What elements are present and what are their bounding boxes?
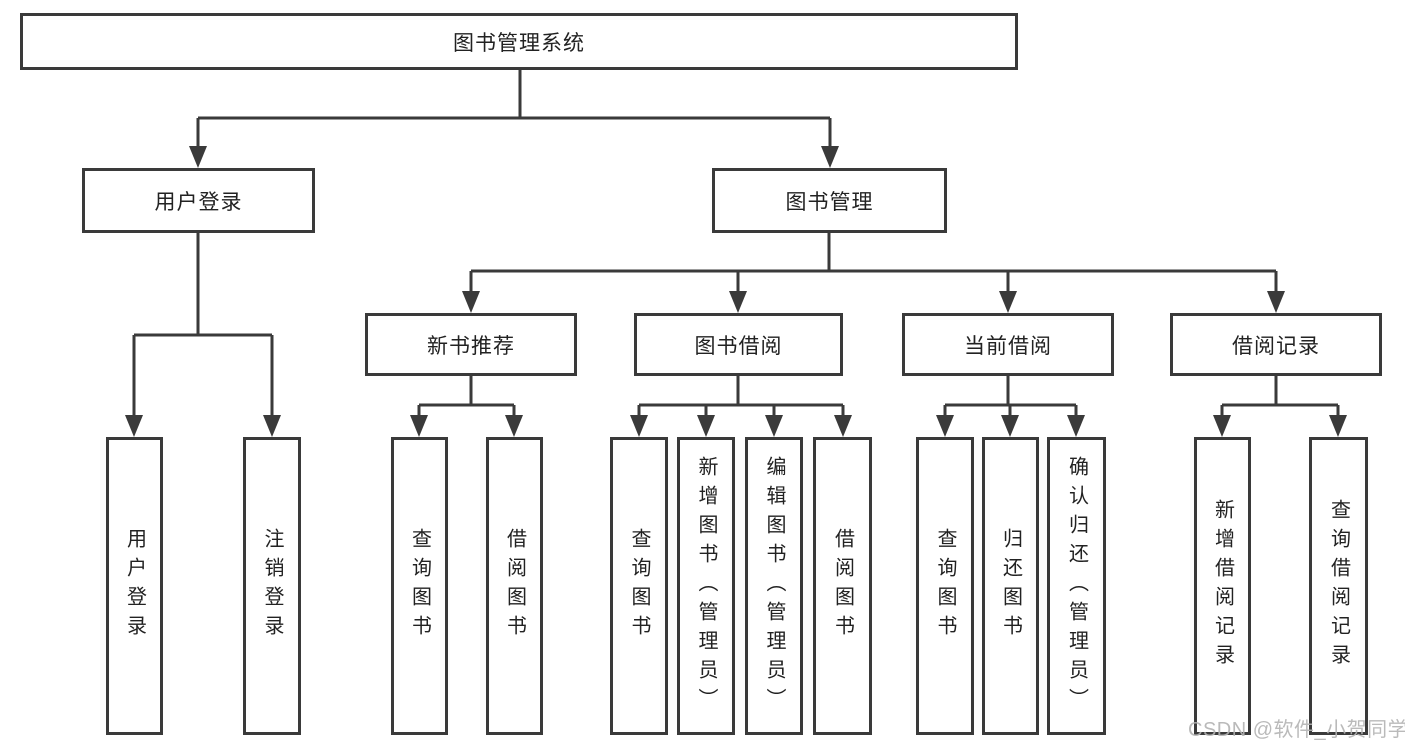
leaf-br-add-record-label: 新增借阅记录	[1211, 499, 1234, 673]
leaf-bb-borrow-book: 借阅图书	[813, 437, 872, 735]
watermark-text: CSDN @软件_小贺同学	[1188, 719, 1405, 741]
node-user-login-branch-label: 用户登录	[154, 190, 243, 214]
node-new-book-recommend: 新书推荐	[365, 313, 577, 376]
node-new-book-recommend-label: 新书推荐	[427, 334, 515, 358]
node-root-label: 图书管理系统	[453, 31, 585, 55]
leaf-cb-return-book-label: 归还图书	[999, 528, 1022, 644]
node-current-borrow: 当前借阅	[902, 313, 1114, 376]
node-book-borrow: 图书借阅	[634, 313, 843, 376]
leaf-br-query-record: 查询借阅记录	[1309, 437, 1368, 735]
leaf-user-login: 用户登录	[106, 437, 163, 735]
node-book-management-label: 图书管理	[785, 190, 874, 214]
leaf-br-add-record: 新增借阅记录	[1194, 437, 1251, 735]
leaf-cb-return-book: 归还图书	[982, 437, 1039, 735]
arrowheads	[125, 146, 1347, 437]
leaf-cb-confirm-return: 确认归还（管理员）	[1047, 437, 1106, 735]
leaf-cb-confirm-return-label: 确认归还（管理员）	[1065, 455, 1088, 717]
leaf-cb-query-book-label: 查询图书	[934, 528, 956, 644]
node-user-login-branch: 用户登录	[82, 168, 315, 233]
leaf-logout: 注销登录	[243, 437, 301, 735]
leaf-bb-borrow-book-label: 借阅图书	[831, 528, 854, 644]
leaf-bb-edit-book: 编辑图书（管理员）	[745, 437, 803, 735]
node-book-borrow-label: 图书借阅	[694, 334, 783, 358]
leaf-nbr-query-book: 查询图书	[391, 437, 448, 735]
leaf-bb-edit-book-label: 编辑图书（管理员）	[763, 455, 785, 717]
node-borrow-record-label: 借阅记录	[1232, 334, 1320, 358]
leaf-cb-query-book: 查询图书	[916, 437, 974, 735]
leaf-br-query-record-label: 查询借阅记录	[1327, 499, 1350, 673]
leaf-nbr-borrow-book-label: 借阅图书	[503, 528, 526, 644]
leaf-user-login-label: 用户登录	[123, 528, 146, 644]
leaf-nbr-borrow-book: 借阅图书	[486, 437, 543, 735]
leaf-logout-label: 注销登录	[261, 528, 283, 644]
leaf-bb-add-book-label: 新增图书（管理员）	[695, 455, 717, 717]
node-root: 图书管理系统	[20, 13, 1018, 70]
leaf-nbr-query-book-label: 查询图书	[408, 528, 431, 644]
leaf-bb-add-book: 新增图书（管理员）	[677, 437, 735, 735]
node-book-management: 图书管理	[712, 168, 947, 233]
node-current-borrow-label: 当前借阅	[964, 334, 1052, 358]
leaf-bb-query-book-label: 查询图书	[628, 528, 650, 644]
leaf-bb-query-book: 查询图书	[610, 437, 668, 735]
node-borrow-record: 借阅记录	[1170, 313, 1382, 376]
